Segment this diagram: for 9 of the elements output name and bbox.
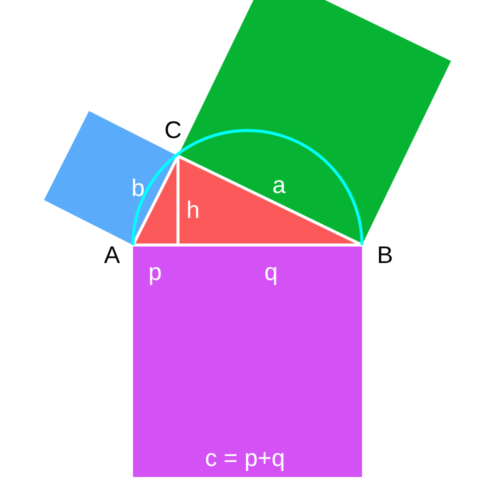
segment-label: q (264, 259, 278, 286)
side-label: a (272, 172, 286, 199)
vertex-label: A (104, 242, 120, 269)
vertex-label: B (377, 242, 393, 269)
side-label: b (131, 175, 145, 202)
segment-label: p (148, 259, 162, 286)
segment-label: h (186, 197, 200, 224)
vertex-label: C (164, 117, 182, 144)
formula-label: c = p+q (204, 445, 286, 472)
